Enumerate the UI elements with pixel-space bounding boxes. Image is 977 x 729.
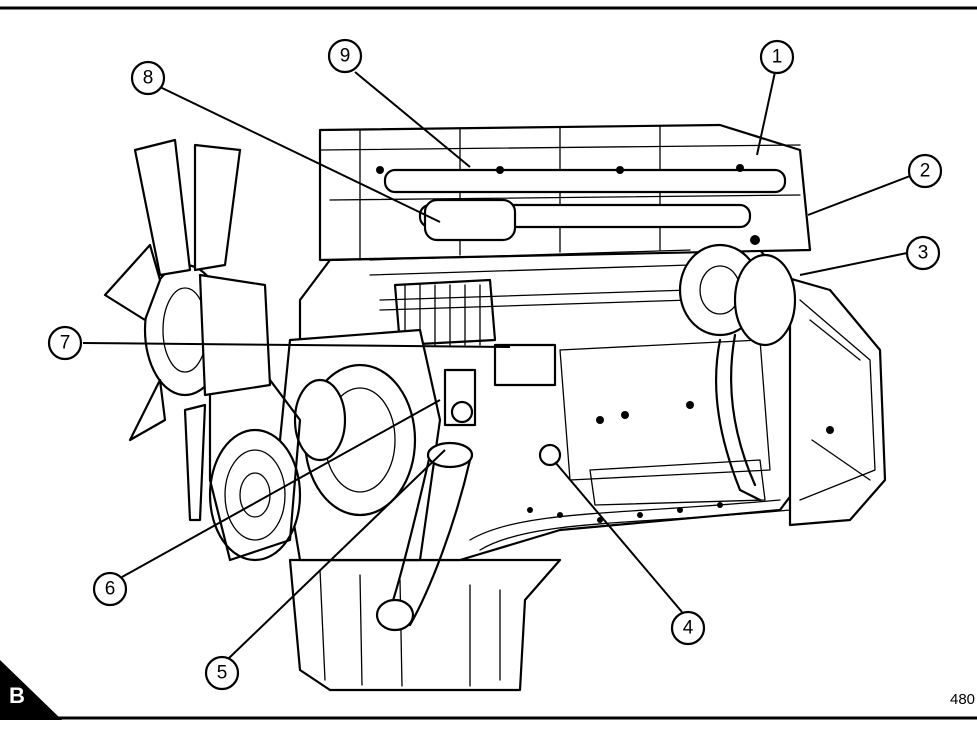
callout-4: 4 bbox=[670, 610, 706, 646]
svg-text:8: 8 bbox=[143, 68, 154, 89]
callout-2-leader bbox=[807, 175, 911, 216]
callout-8: 8 bbox=[130, 60, 166, 96]
callout-2: 2 bbox=[907, 153, 943, 189]
callout-6-leader bbox=[121, 399, 441, 578]
callout-9: 9 bbox=[327, 38, 363, 74]
figure-number: 480 bbox=[950, 691, 976, 708]
callout-7-leader bbox=[82, 342, 511, 348]
svg-text:2: 2 bbox=[920, 161, 931, 182]
callout-4-leader bbox=[554, 461, 683, 613]
callout-7: 7 bbox=[47, 325, 83, 361]
view-corner-tag bbox=[0, 660, 62, 720]
callout-1-leader bbox=[756, 71, 776, 156]
view-letter: B bbox=[9, 683, 25, 708]
callout-1: 1 bbox=[759, 39, 795, 75]
svg-text:7: 7 bbox=[60, 333, 71, 354]
svg-text:9: 9 bbox=[340, 46, 351, 67]
svg-text:1: 1 bbox=[772, 47, 783, 68]
svg-text:6: 6 bbox=[105, 579, 116, 600]
callout-6: 6 bbox=[92, 571, 128, 607]
svg-text:3: 3 bbox=[918, 243, 929, 264]
callout-3: 3 bbox=[905, 235, 941, 271]
callout-5-leader bbox=[227, 449, 446, 660]
callout-3-leader bbox=[799, 252, 908, 276]
engine-illustration bbox=[103, 123, 887, 692]
svg-text:5: 5 bbox=[217, 663, 228, 684]
svg-text:4: 4 bbox=[683, 618, 694, 639]
callout-9-leader bbox=[354, 71, 471, 168]
callout-5: 5 bbox=[204, 655, 240, 691]
callout-8-leader bbox=[159, 86, 441, 223]
